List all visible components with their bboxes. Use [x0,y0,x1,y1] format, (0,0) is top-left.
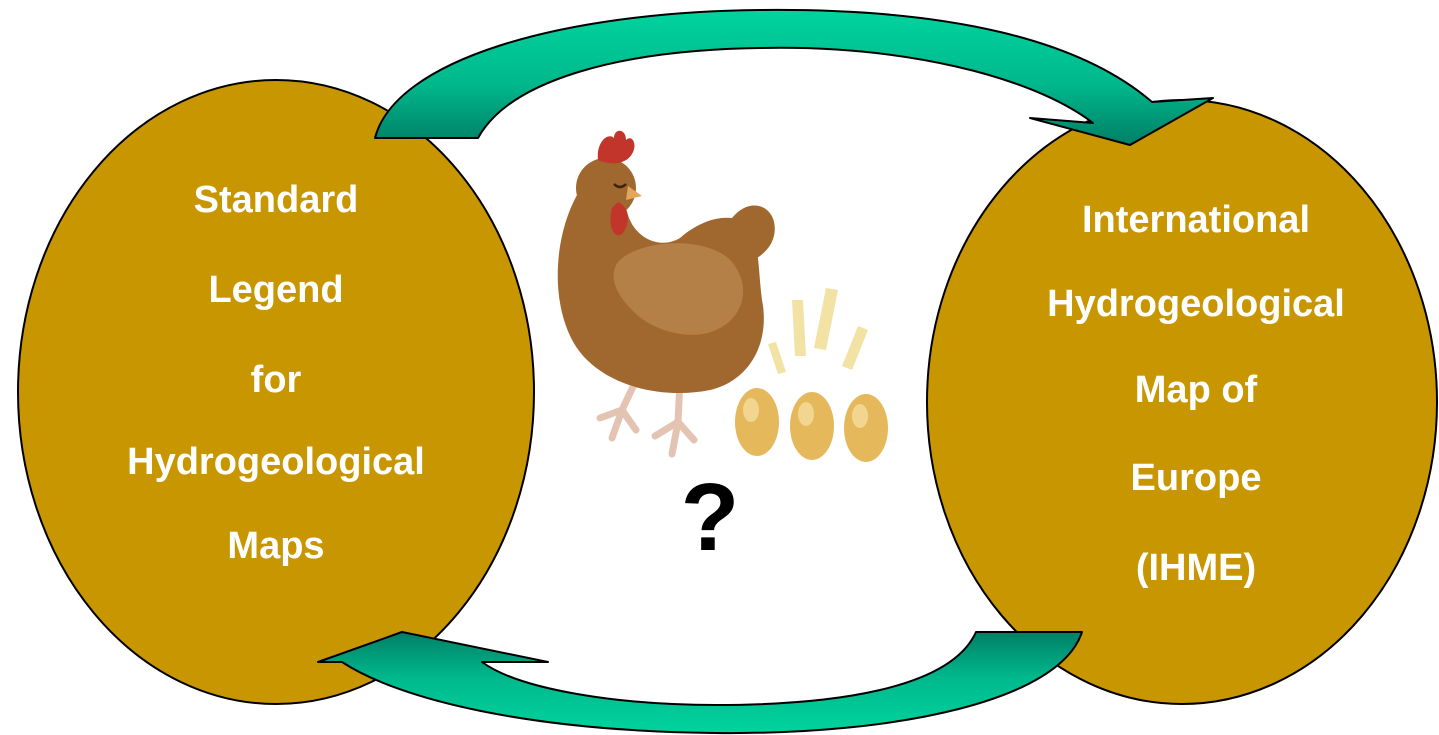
right-oval-line-4: Europe [986,456,1406,500]
left-oval-line-3: for [66,358,486,402]
golden-egg-icon [735,388,888,462]
curved-arrow-top [375,10,1213,145]
left-oval-line-2: Legend [66,268,486,312]
left-oval-line-4: Hydrogeological [66,440,486,484]
right-oval-line-2: Hydrogeological [986,282,1406,326]
question-mark: ? [660,468,760,568]
right-oval-line-5: (IHME) [986,546,1406,590]
curved-arrow-bottom [318,632,1082,733]
left-oval-line-5: Maps [66,524,486,568]
shine-rays [768,288,868,374]
left-oval-line-1: Standard [66,178,486,222]
right-oval-line-1: International [986,198,1406,242]
right-oval-line-3: Map of [986,368,1406,412]
